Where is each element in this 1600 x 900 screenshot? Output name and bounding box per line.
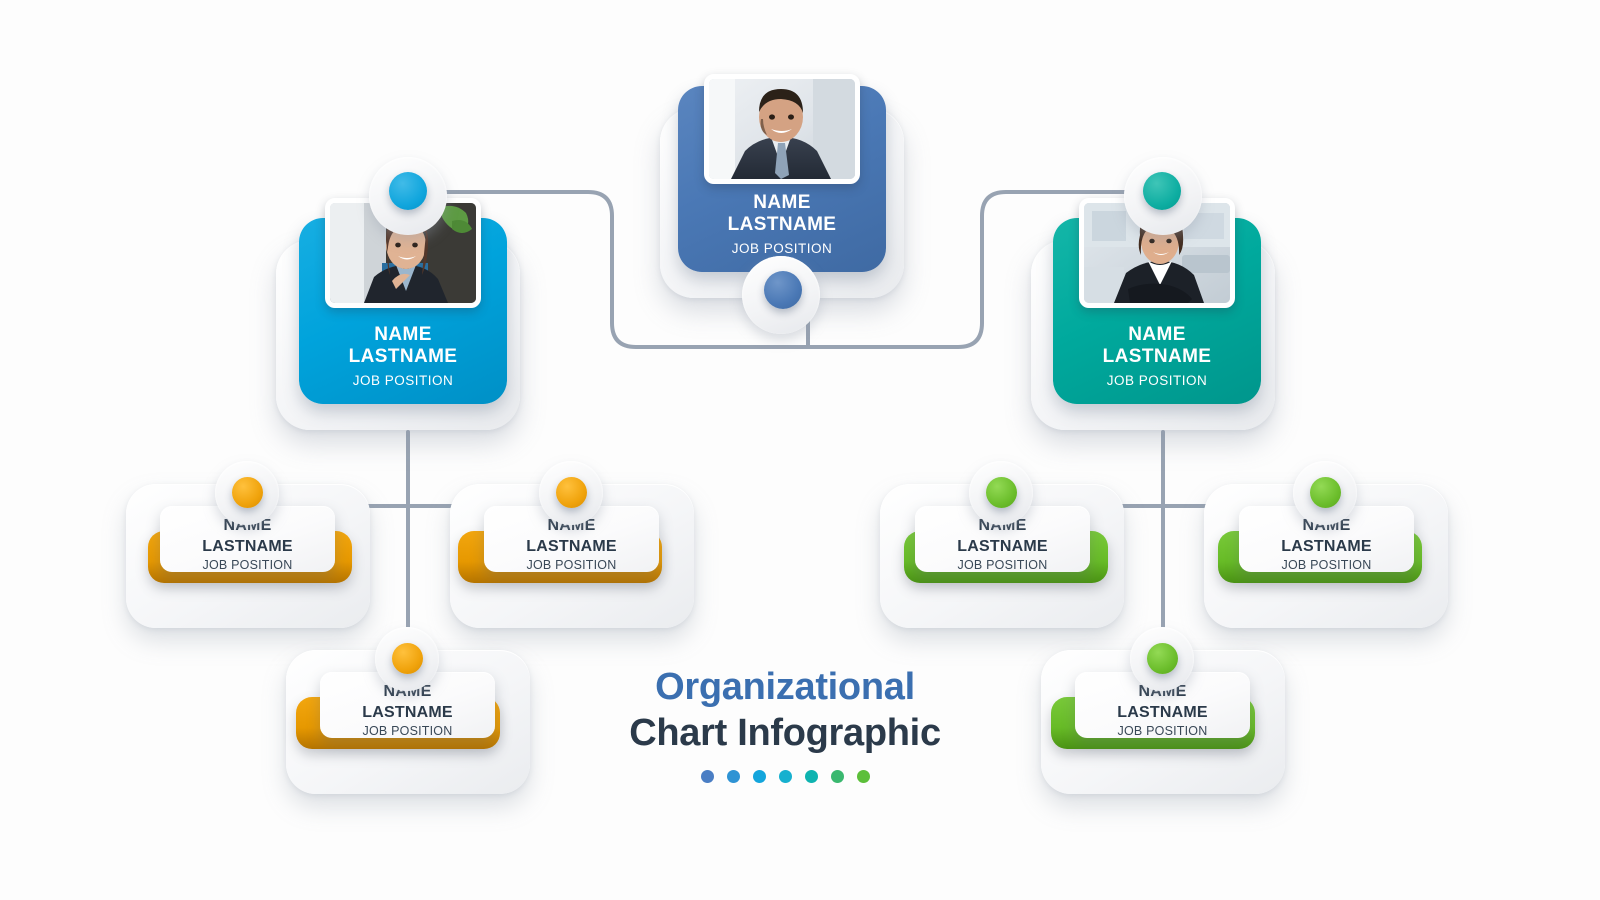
orange-1-lastname: LASTNAME	[202, 538, 293, 555]
title-dot-1	[700, 770, 714, 783]
green-2-knob[interactable]	[1310, 477, 1341, 508]
ceo-text: NAME LASTNAME JOB POSITION	[678, 192, 886, 256]
left-vp-name: NAME	[374, 324, 432, 345]
page-title-line1: Organizational	[655, 666, 915, 708]
orange-2-card[interactable]: NAME LASTNAME JOB POSITION	[484, 506, 659, 572]
orange-1-knob[interactable]	[232, 477, 263, 508]
left-vp-job: JOB POSITION	[352, 373, 454, 388]
ceo-photo-image	[709, 79, 855, 179]
right-vp-knob[interactable]	[1143, 172, 1181, 210]
right-vp-name: NAME	[1128, 324, 1186, 345]
title-dot-2	[726, 770, 740, 783]
title-block: Organizational Chart Infographic	[540, 664, 1030, 783]
orange-3-job: JOB POSITION	[362, 724, 453, 738]
title-dot-5	[804, 770, 818, 783]
left-vp-knob[interactable]	[389, 172, 427, 210]
green-2-job: JOB POSITION	[1281, 558, 1372, 572]
ceo-photo	[704, 74, 860, 184]
green-3-job: JOB POSITION	[1117, 724, 1208, 738]
right-vp-job: JOB POSITION	[1106, 373, 1208, 388]
right-vp-lastname: LASTNAME	[1102, 346, 1212, 367]
left-vp-card-face[interactable]: NAME LASTNAME JOB POSITION	[299, 198, 507, 404]
orange-2-lastname: LASTNAME	[526, 538, 617, 555]
left-vp-lastname: LASTNAME	[348, 346, 458, 367]
ceo-lastname: LASTNAME	[727, 214, 837, 235]
page-title-line2: Chart Infographic	[629, 712, 941, 754]
orange-1-job: JOB POSITION	[202, 558, 293, 572]
ceo-card-face[interactable]: NAME LASTNAME JOB POSITION	[678, 74, 886, 272]
left-vp-text: NAME LASTNAME JOB POSITION	[299, 324, 507, 388]
orange-1-card[interactable]: NAME LASTNAME JOB POSITION	[160, 506, 335, 572]
green-1-knob[interactable]	[986, 477, 1017, 508]
ceo-knob[interactable]	[764, 271, 802, 309]
green-1-job: JOB POSITION	[957, 558, 1048, 572]
right-vp-card-face[interactable]: NAME LASTNAME JOB POSITION	[1053, 198, 1261, 404]
title-dot-4	[778, 770, 792, 783]
title-dot-3	[752, 770, 766, 783]
green-2-lastname: LASTNAME	[1281, 538, 1372, 555]
orange-2-job: JOB POSITION	[526, 558, 617, 572]
ceo-name: NAME	[753, 192, 811, 213]
title-dot-7	[856, 770, 870, 783]
orange-3-knob[interactable]	[392, 643, 423, 674]
green-3-knob[interactable]	[1147, 643, 1178, 674]
green-3-lastname: LASTNAME	[1117, 704, 1208, 721]
green-1-lastname: LASTNAME	[957, 538, 1048, 555]
orange-2-knob[interactable]	[556, 477, 587, 508]
title-dots	[540, 770, 1030, 783]
orange-3-lastname: LASTNAME	[362, 704, 453, 721]
title-dot-6	[830, 770, 844, 783]
ceo-job: JOB POSITION	[731, 241, 833, 256]
right-vp-text: NAME LASTNAME JOB POSITION	[1053, 324, 1261, 388]
